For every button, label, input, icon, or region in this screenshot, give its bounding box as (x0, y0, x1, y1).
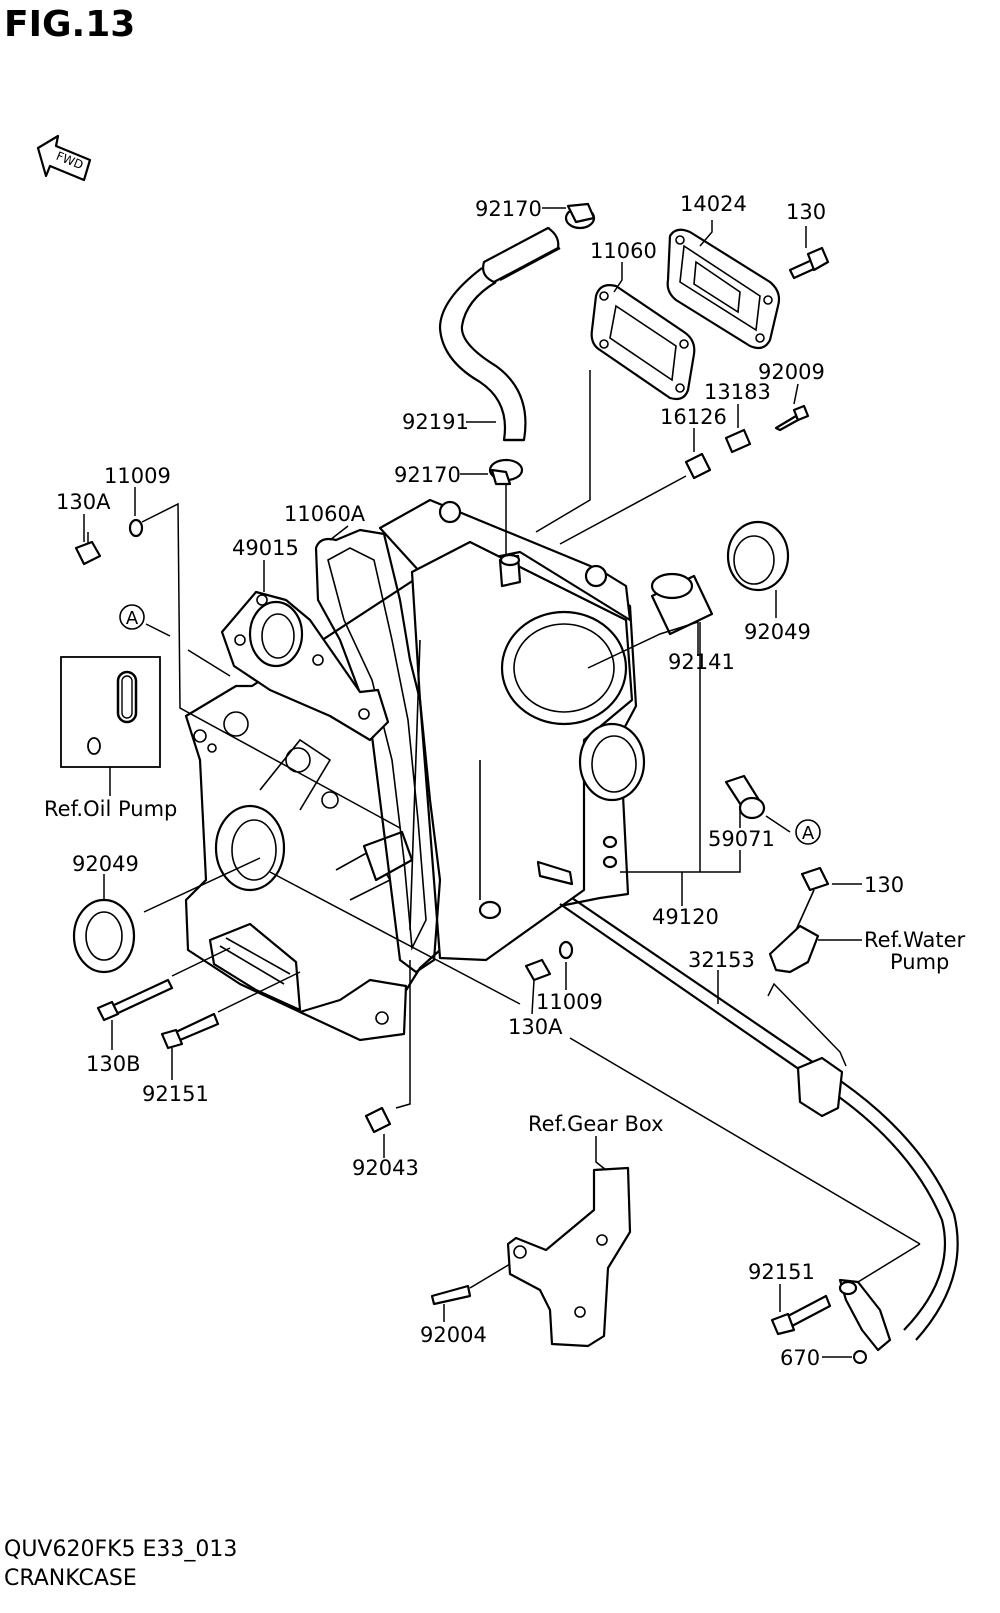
footer-name: CRANKCASE (4, 1566, 137, 1591)
marker-a-right: A (795, 819, 821, 845)
dowel-16126 (684, 452, 712, 480)
oil-pump-ref-box (60, 656, 161, 796)
bolt-130-top (788, 246, 830, 280)
gear-box-bracket (506, 1166, 632, 1348)
bracket-water-pump (768, 866, 830, 974)
gasket-11060A (314, 528, 442, 974)
bolt-130B (96, 978, 174, 1022)
screw-92009 (774, 404, 810, 432)
bolt-130A-lower (524, 958, 552, 982)
label-130A: 130A (56, 490, 111, 514)
label-92004: 92004 (420, 1323, 487, 1347)
seal-92049-left (72, 898, 136, 974)
ref-gear-box: Ref.Gear Box (528, 1112, 664, 1136)
clamp-92170-top (564, 202, 596, 230)
label-92170: 92170 (475, 197, 542, 221)
label-130: 130 (864, 873, 904, 897)
label-32153: 32153 (688, 948, 755, 972)
label-11009: 11009 (104, 464, 171, 488)
ref-water-pump-1: Ref.Water (864, 928, 966, 952)
label-130B: 130B (86, 1052, 141, 1076)
oring-670 (853, 1350, 867, 1364)
label-16126: 16126 (660, 405, 727, 429)
footer-code: QUV620FK5 E33_013 (4, 1537, 237, 1562)
figure-title: FIG.13 (4, 4, 135, 45)
clamp-92170-lower (488, 458, 524, 486)
dowel-92043 (364, 1106, 392, 1134)
marker-a-left: A (119, 604, 145, 630)
part-labels: 92170 14024 130 11060 92009 13183 16126 … (56, 192, 904, 1370)
crankcase-49120 (184, 498, 646, 1042)
label-130: 130 (786, 200, 826, 224)
label-11060: 11060 (590, 239, 657, 263)
bolt-92151-left (160, 1012, 220, 1050)
leader-lines (83, 207, 921, 1358)
label-14024: 14024 (680, 192, 747, 216)
ref-oil-pump: Ref.Oil Pump (44, 797, 177, 821)
plug-13183 (724, 428, 752, 454)
label-59071: 59071 (708, 827, 775, 851)
label-11060A: 11060A (284, 502, 366, 526)
oring-11009-left (128, 518, 144, 538)
label-92191: 92191 (402, 410, 469, 434)
stud-92004 (430, 1284, 472, 1306)
fwd-arrow-icon: FWD (36, 134, 92, 182)
oring-11009-lower (558, 940, 574, 960)
seal-92049-right (726, 520, 790, 592)
cover-49015 (220, 590, 390, 742)
label-92170: 92170 (394, 463, 461, 487)
label-670: 670 (780, 1346, 820, 1370)
label-92141: 92141 (668, 650, 735, 674)
label-130A: 130A (508, 1015, 563, 1039)
label-92151: 92151 (142, 1082, 209, 1106)
cover-14024 (666, 228, 781, 350)
label-92049: 92049 (744, 620, 811, 644)
label-11009: 11009 (536, 990, 603, 1014)
label-92009: 92009 (758, 360, 825, 384)
bolt-130A-left (74, 532, 102, 566)
plug-59071 (724, 774, 766, 820)
label-92151: 92151 (748, 1260, 815, 1284)
gasket-11060 (590, 284, 696, 401)
label-92043: 92043 (352, 1156, 419, 1180)
label-13183: 13183 (704, 380, 771, 404)
bolt-92151-right (770, 1294, 832, 1336)
svg-text:A: A (802, 823, 815, 844)
svg-text:A: A (126, 608, 139, 629)
ref-labels: Ref.Oil Pump Ref.Water Pump Ref.Gear Box (44, 797, 966, 1136)
bearing-92141 (650, 572, 714, 636)
ref-water-pump-2: Pump (890, 950, 949, 974)
label-49015: 49015 (232, 536, 299, 560)
label-92049: 92049 (72, 852, 139, 876)
water-pipe-32153 (559, 897, 959, 1352)
label-49120: 49120 (652, 905, 719, 929)
breather-hose-92191 (438, 226, 561, 442)
